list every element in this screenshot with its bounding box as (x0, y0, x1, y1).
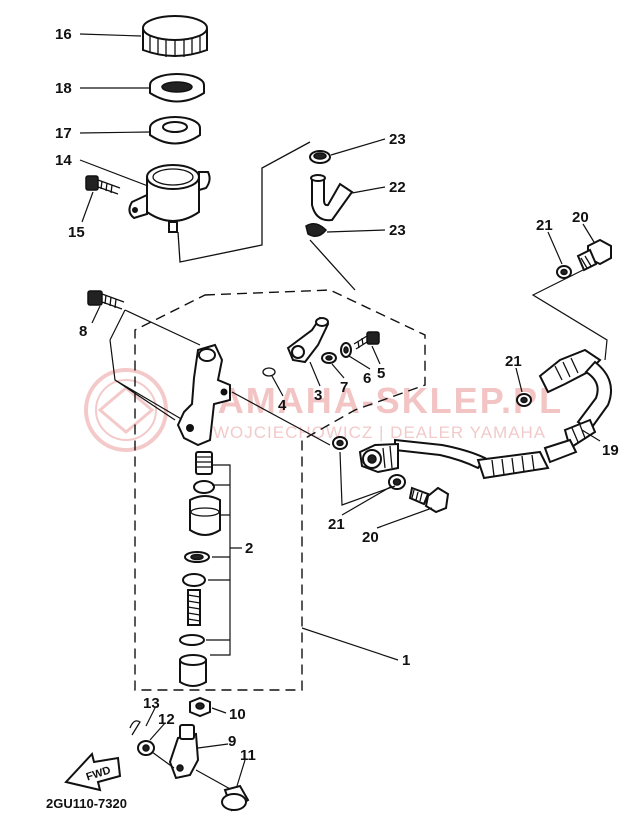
part-12-washer (137, 740, 155, 756)
hose-top-connector (531, 269, 608, 361)
bolt-8-lead-lines (109, 309, 201, 421)
callout-5: 5 (377, 365, 385, 382)
part-10-nut (189, 696, 211, 718)
callout-7: 7 (340, 379, 348, 396)
drawing-code: 2GU110-7320 (46, 796, 127, 811)
part-13-cotter-pin (129, 720, 141, 736)
part-22-reservoir-hose (310, 174, 354, 222)
callout-3: 3 (314, 387, 322, 404)
part-9-clevis (168, 724, 200, 780)
callout-17: 17 (55, 125, 72, 142)
part-15-screw (85, 175, 121, 195)
callout-18: 18 (55, 80, 72, 97)
part-17-diaphragm (149, 116, 201, 145)
part-21-washer-top (556, 265, 572, 279)
callout-labels: 16 18 17 14 15 23 22 23 21 20 8 5 6 7 3 … (55, 26, 619, 764)
callout-12: 12 (158, 711, 175, 728)
callout-8: 8 (79, 323, 87, 340)
part-21-washer-lower (388, 474, 406, 490)
hose-cylinder-connector (231, 391, 396, 506)
callout-20-lower: 20 (362, 529, 379, 546)
callout-10: 10 (229, 706, 246, 723)
part-20-union-bolt-lower (408, 486, 450, 514)
callout-21-top: 21 (536, 217, 553, 234)
reservoir-connector-line (177, 141, 356, 291)
part-16-reservoir-cap (142, 15, 208, 57)
callout-6: 6 (363, 370, 371, 387)
part-2-piston-kit (179, 451, 221, 687)
callout-15: 15 (68, 224, 85, 241)
part-21-washer-mid-right (516, 393, 532, 407)
callout-13: 13 (143, 695, 160, 712)
callout-14: 14 (55, 152, 72, 169)
callout-21-right: 21 (505, 353, 522, 370)
watermark: YAMAHA-SKLEP.PL WOJCIECHOWICZ | DEALER Y… (84, 368, 563, 452)
callout-2: 2 (245, 540, 253, 557)
part-8-bolt (87, 290, 125, 310)
piston-kit-2-bracket (206, 464, 242, 656)
assembly-1-outline (134, 289, 426, 691)
callout-21-lower: 21 (328, 516, 345, 533)
fwd-arrow-icon: FWD (64, 751, 122, 792)
watermark-subtext: WOJCIECHOWICZ | DEALER YAMAHA (213, 423, 546, 442)
callout-11: 11 (240, 747, 256, 764)
part-6-washer (340, 342, 352, 358)
callout-19: 19 (602, 442, 619, 459)
callout-4: 4 (278, 397, 287, 414)
part-23-hose-clamp-bottom (305, 223, 328, 237)
callout-9: 9 (228, 733, 236, 750)
part-19-brake-hose (358, 348, 612, 480)
clevis-pin-lead (151, 751, 233, 791)
assembly-1-lead (301, 627, 399, 661)
part-14-reservoir (128, 164, 211, 233)
callout-leaders (79, 33, 601, 787)
part-11-clevis-pin (221, 784, 250, 812)
callout-16: 16 (55, 26, 72, 43)
part-20-union-bolt-top (576, 238, 612, 272)
callout-20-top: 20 (572, 209, 589, 226)
part-3-hose-joint (286, 316, 330, 364)
callout-23-top: 23 (389, 131, 406, 148)
part-4-o-ring (262, 367, 276, 377)
callout-1: 1 (402, 652, 410, 669)
part-7-washer (321, 352, 337, 364)
master-cylinder-body (176, 343, 231, 447)
callout-22: 22 (389, 179, 406, 196)
part-21-washer-cylinder (332, 436, 348, 450)
part-18-diaphragm-plate (149, 73, 205, 103)
part-23-hose-clamp-top (309, 150, 331, 164)
callout-23-bottom: 23 (389, 222, 406, 239)
watermark-text: YAMAHA-SKLEP.PL (195, 380, 563, 421)
part-5-screw (353, 331, 380, 350)
